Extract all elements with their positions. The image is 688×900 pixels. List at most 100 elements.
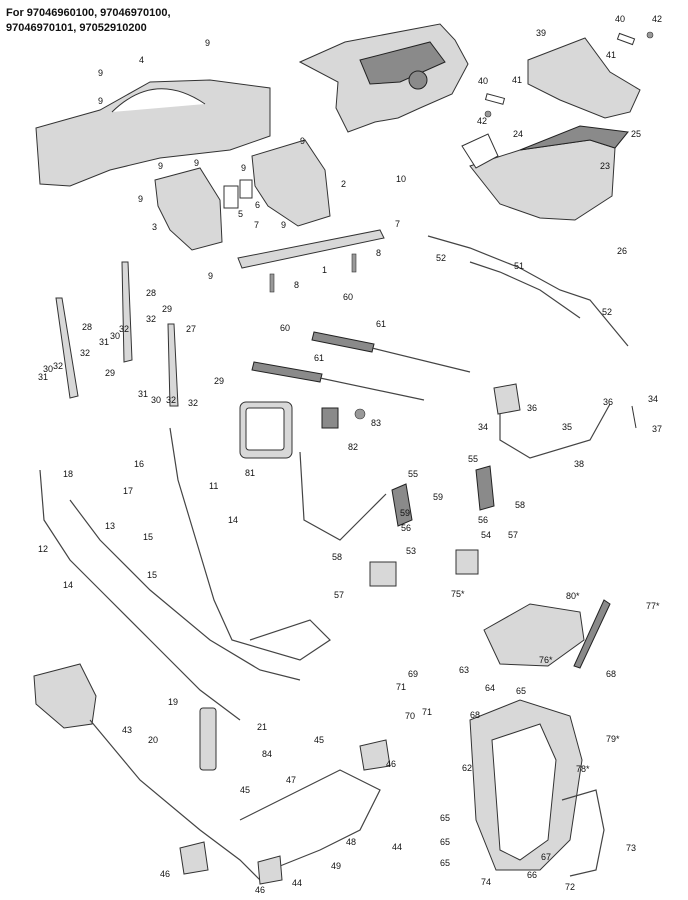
part-61a-knob <box>311 331 375 353</box>
part-5-bracket <box>223 185 239 209</box>
callout-c17: 17 <box>123 486 133 496</box>
callout-c9e: 9 <box>194 158 199 168</box>
callout-c46b: 46 <box>160 869 170 879</box>
callout-c29a: 29 <box>162 304 172 314</box>
part-51-wire-branch <box>469 261 581 319</box>
callout-c29b: 29 <box>105 368 115 378</box>
callout-c61a: 61 <box>376 319 386 329</box>
callout-c65a: 65 <box>516 686 526 696</box>
part-28b-lever <box>55 297 79 399</box>
callout-c83: 83 <box>371 418 381 428</box>
callout-c4: 4 <box>139 55 144 65</box>
callout-c65c: 65 <box>440 837 450 847</box>
header-line-1: For 97046960100, 97046970100, <box>6 7 171 19</box>
callout-c9f: 9 <box>241 163 246 173</box>
callout-c30b: 30 <box>43 364 53 374</box>
callout-c37: 37 <box>652 424 662 434</box>
callout-c36a: 36 <box>527 403 537 413</box>
callout-c70: 70 <box>405 711 415 721</box>
callout-c49: 49 <box>331 861 341 871</box>
part-27-lever <box>167 323 179 407</box>
callout-c28b: 28 <box>82 322 92 332</box>
callout-c59b: 59 <box>400 508 410 518</box>
callout-c56b: 56 <box>478 515 488 525</box>
callout-c82: 82 <box>348 442 358 452</box>
callout-c32c: 32 <box>80 348 90 358</box>
callout-c44b: 44 <box>292 878 302 888</box>
part-46c-bracket <box>257 855 283 885</box>
callout-c30a: 30 <box>110 331 120 341</box>
callout-c52b: 52 <box>602 307 612 317</box>
part-42-nut <box>646 31 654 39</box>
part-2-side-plate <box>251 139 331 227</box>
part-81-lens <box>245 407 285 451</box>
callout-c21: 21 <box>257 722 267 732</box>
part-51-wire-harness <box>427 235 629 347</box>
callout-c34b: 34 <box>478 422 488 432</box>
callout-c31b: 31 <box>38 372 48 382</box>
callout-c68b: 68 <box>470 710 480 720</box>
callout-c63: 63 <box>459 665 469 675</box>
callout-c51: 51 <box>514 261 524 271</box>
callout-c45b: 45 <box>240 785 250 795</box>
callout-c36b: 36 <box>603 397 613 407</box>
callout-c10: 10 <box>396 174 406 184</box>
callout-c9j: 9 <box>208 271 213 281</box>
callout-c9d: 9 <box>158 161 163 171</box>
callout-c20: 20 <box>148 735 158 745</box>
part-46b-bracket <box>179 841 209 875</box>
part-4-gauge-arc <box>111 88 206 113</box>
callout-c57a: 57 <box>508 530 518 540</box>
callout-c28a: 28 <box>146 288 156 298</box>
part-35-cable <box>499 403 611 459</box>
part-43-cable-b <box>239 769 381 871</box>
callout-c9i: 9 <box>281 220 286 230</box>
part-68-bar <box>573 599 611 669</box>
callout-c1: 1 <box>322 265 327 275</box>
callout-c59a: 59 <box>433 492 443 502</box>
part-37-spring <box>631 405 637 429</box>
part-83-nut <box>354 408 366 420</box>
part-40b-bracket <box>484 93 506 105</box>
model-number-header: For 97046960100, 97046970100, 9704697010… <box>6 6 266 36</box>
callout-c23: 23 <box>600 161 610 171</box>
callout-c24: 24 <box>513 129 523 139</box>
part-61a-rod <box>371 347 471 373</box>
part-46a-bracket <box>359 739 391 771</box>
callout-c40a: 40 <box>615 14 625 24</box>
callout-c14b: 14 <box>63 580 73 590</box>
part-43-cable <box>89 719 261 881</box>
callout-c27: 27 <box>186 324 196 334</box>
callout-c19: 19 <box>168 697 178 707</box>
part-6-bracket <box>239 179 253 199</box>
callout-c46a: 46 <box>386 759 396 769</box>
part-13-cable <box>69 499 301 681</box>
callout-c58a: 58 <box>515 500 525 510</box>
callout-c72: 72 <box>565 882 575 892</box>
callout-c61b: 61 <box>314 353 324 363</box>
part-62-chute-inner <box>491 723 557 861</box>
callout-c44a: 44 <box>392 842 402 852</box>
part-4-dash-panel <box>35 79 271 187</box>
callout-c43: 43 <box>122 725 132 735</box>
callout-c81: 81 <box>245 468 255 478</box>
callout-c32f: 32 <box>188 398 198 408</box>
callout-c57b: 57 <box>334 590 344 600</box>
callout-c31a: 31 <box>99 337 109 347</box>
callout-c9b: 9 <box>98 68 103 78</box>
callout-c76: 76* <box>539 655 553 665</box>
callout-c74: 74 <box>481 877 491 887</box>
callout-c40b: 40 <box>478 76 488 86</box>
callout-c48: 48 <box>346 837 356 847</box>
callout-c9g: 9 <box>300 136 305 146</box>
callout-c32d: 32 <box>53 361 63 371</box>
callout-c42b: 42 <box>477 116 487 126</box>
callout-c9c: 9 <box>98 96 103 106</box>
callout-c62: 62 <box>462 763 472 773</box>
callout-c12: 12 <box>38 544 48 554</box>
part-8-bolt-a <box>351 253 357 273</box>
callout-c60a: 60 <box>343 292 353 302</box>
part-61b-rod <box>319 377 425 401</box>
